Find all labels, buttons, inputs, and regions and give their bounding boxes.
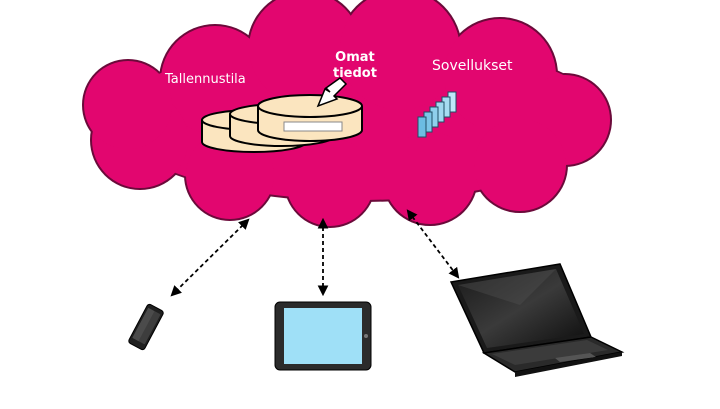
own-data-arrow-icon <box>316 77 348 108</box>
storage-disks-icon <box>201 94 363 153</box>
smartphone-icon <box>128 303 164 351</box>
own-data-label-line1: Omat <box>335 50 375 65</box>
connection-arrows <box>170 209 460 297</box>
storage-label: Tallennustila <box>165 72 246 87</box>
tablet-icon <box>274 301 372 371</box>
apps-label: Sovellukset <box>432 58 513 74</box>
own-data-label: Omat tiedot <box>333 50 377 82</box>
own-data-label-line2: tiedot <box>333 66 377 81</box>
phone-connection-arrow <box>170 218 250 297</box>
laptop-icon <box>449 263 625 377</box>
application-blocks-icon <box>417 91 457 138</box>
